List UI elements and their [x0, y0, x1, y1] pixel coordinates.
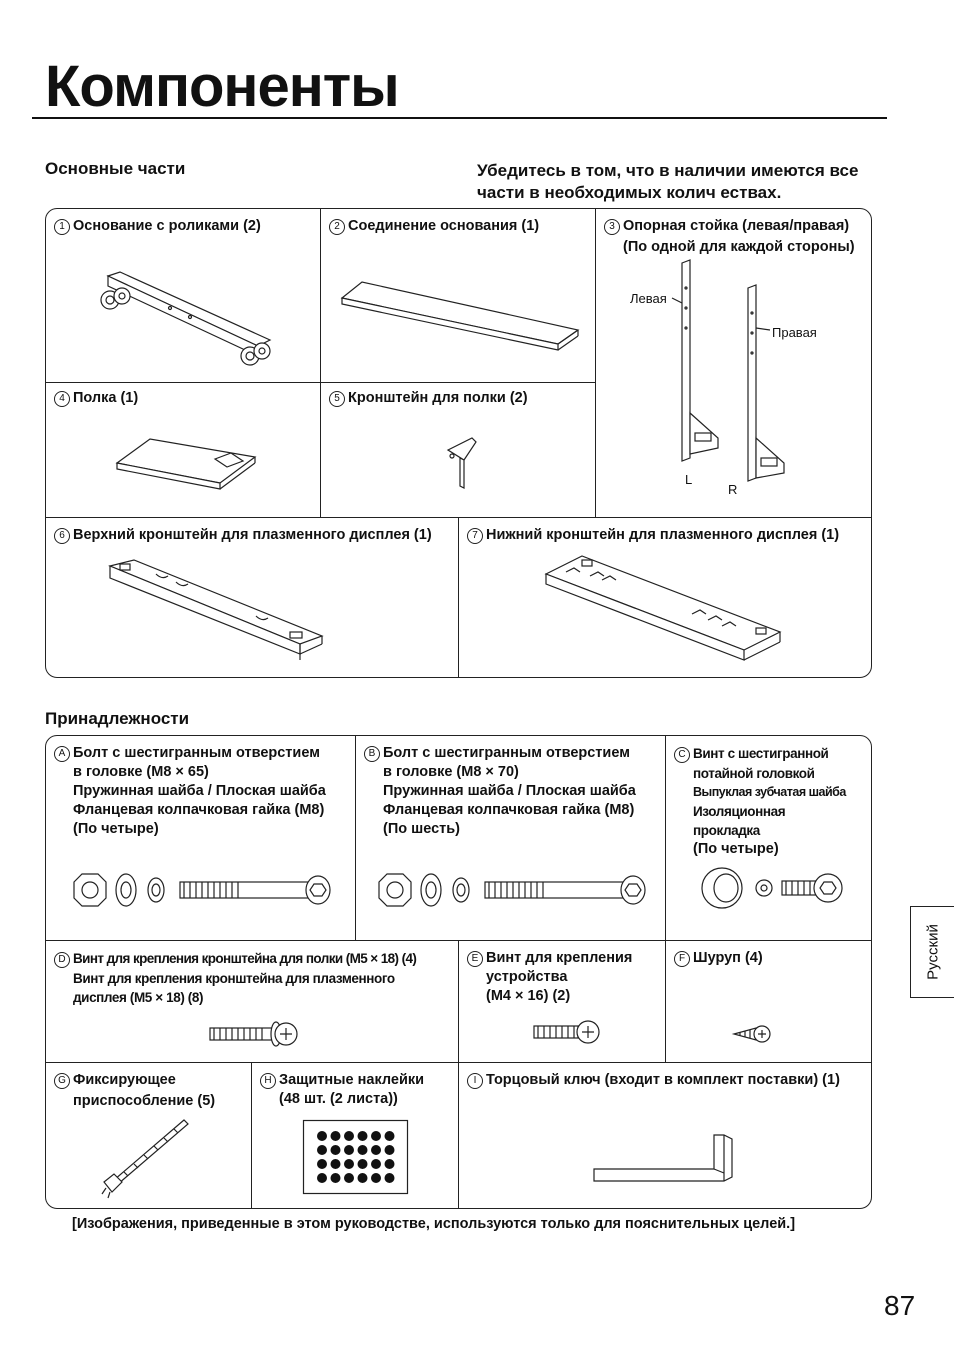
screw-d-illustration — [209, 1021, 298, 1047]
cable-tie-illustration — [101, 1119, 189, 1199]
caster-base-illustration — [100, 271, 272, 366]
shelf-bracket-illustration — [446, 437, 477, 489]
r-mark: R — [728, 482, 738, 497]
wood-screw-illustration — [731, 1025, 771, 1043]
sticker-dot — [357, 1159, 368, 1169]
sticker-dot — [384, 1159, 395, 1169]
screw-e-illustration — [533, 1020, 600, 1044]
stand-illustration — [671, 259, 785, 482]
upper-bracket-illustration — [108, 559, 324, 660]
sticker-dot — [344, 1173, 354, 1183]
divider — [595, 208, 596, 517]
sticker-dot — [357, 1173, 368, 1183]
sticker-dot — [317, 1145, 327, 1155]
divider — [320, 208, 321, 517]
sticker-sheet-illustration — [302, 1119, 409, 1195]
sticker-dot — [330, 1159, 341, 1169]
l-mark: L — [685, 472, 693, 487]
lower-bracket-illustration — [544, 555, 782, 661]
main-parts-heading: Основные части — [45, 159, 186, 178]
bolt-set-a-illustration — [73, 873, 331, 907]
sticker-dot — [384, 1173, 395, 1183]
bolt-set-b-illustration — [378, 873, 646, 907]
screw-set-c-illustration — [701, 867, 843, 909]
divider — [458, 940, 459, 1209]
divider — [251, 1062, 252, 1209]
sticker-dot — [371, 1145, 381, 1155]
part-3-sublabel: (По одной для каждой стороны) — [623, 239, 855, 255]
hex-key-illustration — [593, 1134, 733, 1182]
page-number: 87 — [884, 1290, 916, 1321]
sticker-dot — [317, 1159, 327, 1169]
language-tab: Русский — [910, 906, 954, 998]
sticker-dot — [371, 1173, 381, 1183]
accessories-heading: Принадлежности — [45, 709, 190, 728]
title-rule — [32, 117, 887, 119]
right-stand-label: Правая — [772, 325, 817, 340]
base-joint-illustration — [340, 281, 580, 351]
sticker-dot — [384, 1131, 395, 1141]
sticker-dot — [344, 1145, 354, 1155]
sticker-dot — [330, 1145, 341, 1155]
divider — [355, 735, 356, 940]
sticker-dot — [344, 1159, 354, 1169]
page-title: Компоненты — [45, 54, 400, 119]
shelf-illustration — [115, 438, 257, 490]
divider — [665, 735, 666, 1062]
sticker-dot — [384, 1145, 395, 1155]
sticker-dot — [357, 1131, 368, 1141]
check-note: Убедитесь в том, что в наличии имеются в… — [477, 161, 859, 202]
sticker-dot — [317, 1173, 327, 1183]
divider — [458, 517, 459, 678]
left-stand-label: Левая — [630, 291, 667, 306]
sticker-dot — [371, 1159, 381, 1169]
sticker-dot — [344, 1131, 354, 1141]
sticker-dot — [317, 1131, 327, 1141]
sticker-dot — [330, 1131, 341, 1141]
sticker-dot — [371, 1131, 381, 1141]
sticker-dot — [357, 1145, 368, 1155]
sticker-dot — [330, 1173, 341, 1183]
footer-note: [Изображения, приведенные в этом руковод… — [72, 1216, 796, 1232]
